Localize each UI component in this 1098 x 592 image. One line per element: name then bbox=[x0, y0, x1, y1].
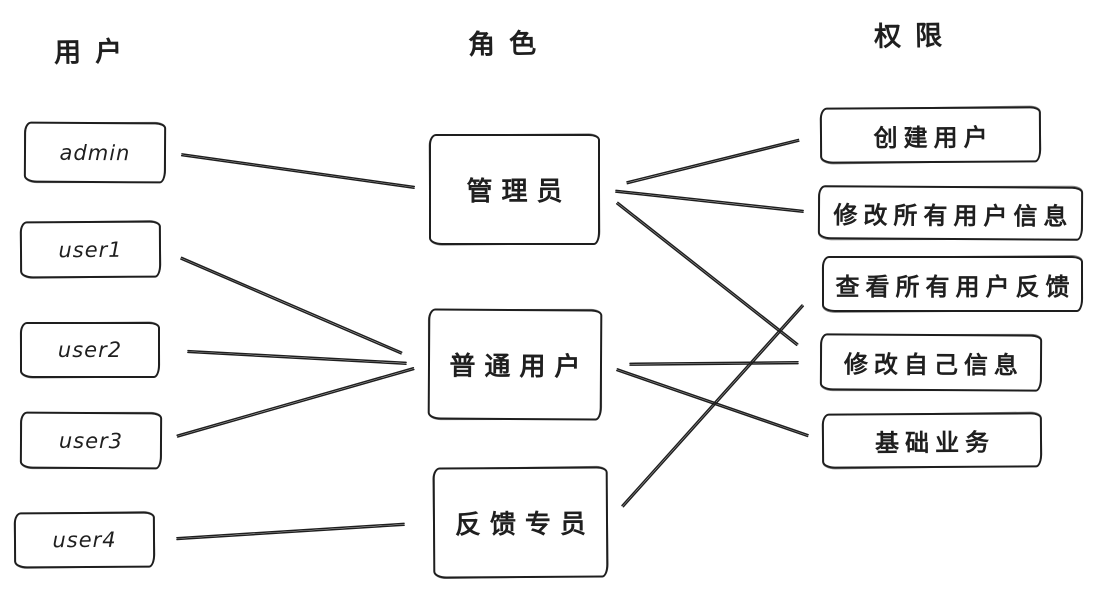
user-node-user2: user2 bbox=[20, 322, 160, 378]
column-header-users: 用户 bbox=[53, 36, 137, 69]
permission-node-edit-all-users: 修改所有用户信息 bbox=[817, 185, 1084, 241]
permission-node-edit-self: 修改自己信息 bbox=[819, 333, 1043, 392]
permission-node-basic-business: 基础业务 bbox=[821, 412, 1043, 469]
role-node-label: 普通用户 bbox=[449, 351, 590, 383]
role-node-normal-user: 普通用户 bbox=[427, 308, 603, 421]
permission-node-label: 修改所有用户信息 bbox=[833, 200, 1074, 231]
permission-node-label: 基础业务 bbox=[874, 428, 996, 458]
user-node-user3: user3 bbox=[19, 411, 163, 470]
role-node-feedback-specialist: 反馈专员 bbox=[432, 466, 609, 579]
user-node-label: user4 bbox=[52, 527, 117, 553]
permission-node-create-user: 创建用户 bbox=[819, 106, 1042, 164]
permission-node-label: 修改自己信息 bbox=[843, 350, 1025, 380]
user-node-label: user2 bbox=[57, 338, 123, 362]
user-node-label: user1 bbox=[58, 237, 123, 262]
permission-node-view-all-feedback: 查看所有用户反馈 bbox=[822, 256, 1083, 312]
permission-node-label: 创建用户 bbox=[873, 123, 994, 152]
user-node-label: user3 bbox=[58, 428, 124, 453]
user-node-user4: user4 bbox=[13, 511, 156, 569]
role-node-administrator: 管理员 bbox=[429, 134, 600, 245]
user-node-admin: admin bbox=[23, 121, 167, 184]
role-node-label: 反馈专员 bbox=[454, 509, 596, 541]
user-node-user1: user1 bbox=[19, 220, 162, 279]
permission-node-label: 查看所有用户反馈 bbox=[835, 272, 1076, 301]
role-node-label: 管理员 bbox=[466, 177, 572, 207]
column-header-roles: 角色 bbox=[467, 28, 551, 61]
user-node-label: admin bbox=[59, 140, 131, 165]
column-header-permissions: 权限 bbox=[873, 20, 957, 53]
